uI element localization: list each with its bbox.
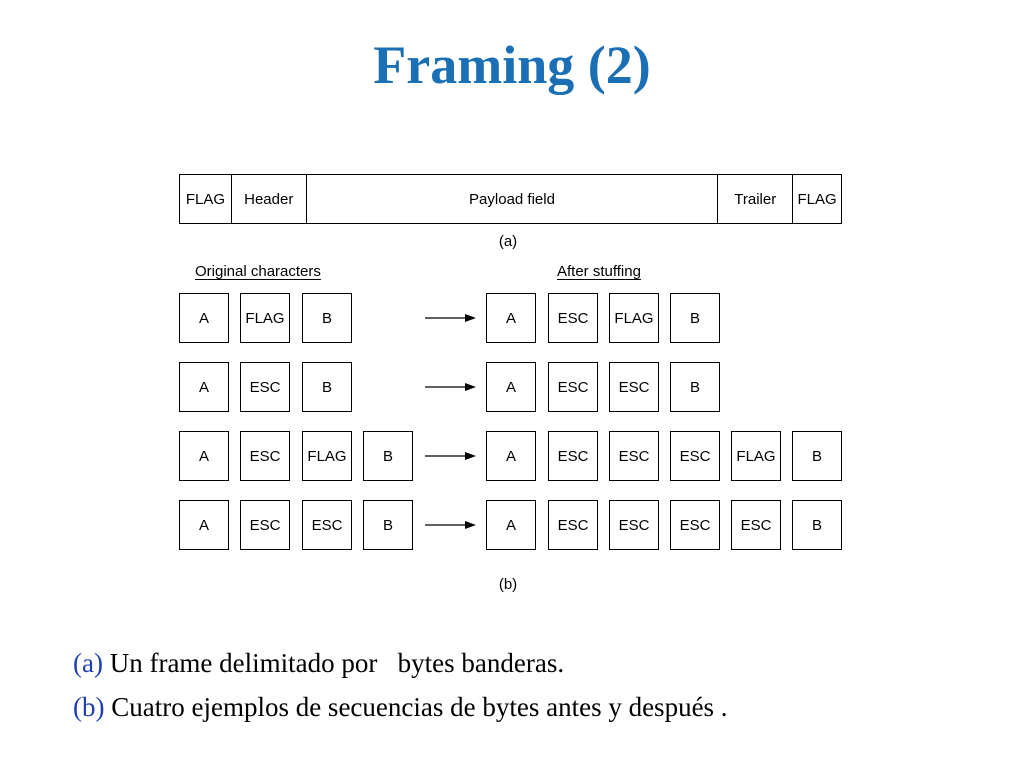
stuffed-byte: ESC <box>670 500 720 550</box>
original-byte: ESC <box>240 431 290 481</box>
stuffed-byte: ESC <box>731 500 781 550</box>
arrow-right-icon <box>425 314 476 322</box>
stuffed-byte: ESC <box>670 431 720 481</box>
footer-text-a: Un frame delimitado por bytes banderas. <box>102 648 565 678</box>
original-byte: A <box>179 500 229 550</box>
original-byte: A <box>179 362 229 412</box>
footer-label-a: (a) <box>73 648 103 678</box>
frame-segment-trailer: Trailer <box>717 175 792 223</box>
original-byte: A <box>179 431 229 481</box>
original-byte: B <box>363 500 413 550</box>
stuffed-byte: ESC <box>609 431 659 481</box>
arrow-right-icon <box>425 521 476 529</box>
footer-label-b: (b) <box>73 692 105 722</box>
stuffed-byte: A <box>486 431 536 481</box>
original-byte: B <box>363 431 413 481</box>
footer-text-b: Cuatro ejemplos de secuencias de bytes a… <box>104 692 728 722</box>
arrow-right-icon <box>425 452 476 460</box>
original-byte: A <box>179 293 229 343</box>
stuffed-byte: B <box>670 293 720 343</box>
stuffed-byte: B <box>792 431 842 481</box>
arrow-right-icon <box>425 383 476 391</box>
stuffed-byte: A <box>486 500 536 550</box>
frame-segment-flag: FLAG <box>792 175 841 223</box>
original-byte: ESC <box>302 500 352 550</box>
original-byte: ESC <box>240 500 290 550</box>
stuffed-byte: B <box>670 362 720 412</box>
figure-caption-b: (b) <box>498 576 518 593</box>
stuffed-byte: ESC <box>548 362 598 412</box>
figure-caption-a: (a) <box>498 233 518 250</box>
stuffed-byte: FLAG <box>609 293 659 343</box>
stuffed-byte: FLAG <box>731 431 781 481</box>
original-byte: B <box>302 293 352 343</box>
stuffed-byte: ESC <box>609 500 659 550</box>
footer-line-a: (a) Un frame delimitado por bytes bander… <box>73 648 564 679</box>
frame-segment-flag: FLAG <box>185 190 226 208</box>
original-byte: FLAG <box>240 293 290 343</box>
after-stuffing-header: After stuffing <box>557 263 641 280</box>
footer-line-b: (b) Cuatro ejemplos de secuencias de byt… <box>73 692 728 723</box>
original-byte: FLAG <box>302 431 352 481</box>
stuffed-byte: B <box>792 500 842 550</box>
stuffed-byte: ESC <box>548 500 598 550</box>
stuffed-byte: ESC <box>548 431 598 481</box>
original-byte: B <box>302 362 352 412</box>
stuffed-byte: ESC <box>548 293 598 343</box>
stuffed-byte: ESC <box>609 362 659 412</box>
stuffed-byte: A <box>486 293 536 343</box>
original-byte: ESC <box>240 362 290 412</box>
slide-title: Framing (2) <box>373 35 651 95</box>
frame-segment-header: Header <box>230 175 306 223</box>
original-characters-header: Original characters <box>195 263 321 280</box>
frame-segment-payload-field: Payload field <box>305 175 718 223</box>
stuffed-byte: A <box>486 362 536 412</box>
